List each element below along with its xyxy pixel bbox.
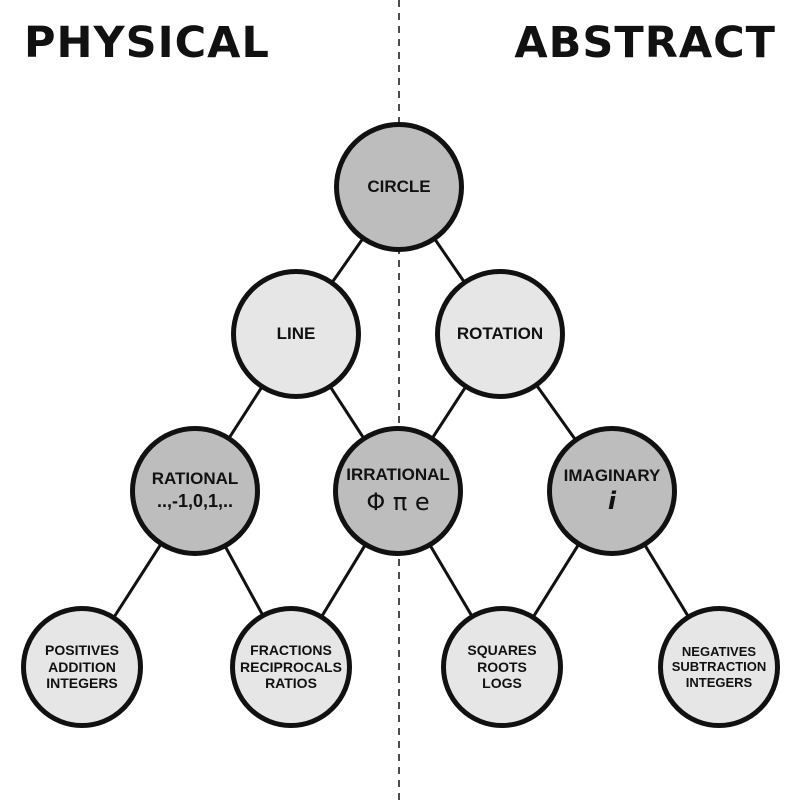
node-irrational-label: IRRATIONAL [346, 465, 450, 485]
node-imaginary-label: IMAGINARY [563, 466, 661, 486]
node-negatives-line-2: SUBTRACTION [671, 659, 767, 675]
node-negatives-line-3: INTEGERS [685, 674, 753, 690]
node-line-label: LINE [276, 323, 316, 343]
abstract-heading: ABSTRACT [514, 18, 776, 68]
node-fractions: FRACTIONS RECIPROCALS RATIOS [230, 606, 352, 728]
node-negatives-line-1: NEGATIVES [681, 643, 757, 659]
node-rotation-label: ROTATION [456, 323, 544, 343]
node-rational-values: ..,-1,0,1,.. [156, 491, 234, 512]
node-circle-label: CIRCLE [367, 176, 431, 196]
node-circle: CIRCLE [334, 122, 464, 252]
node-rotation: ROTATION [435, 269, 565, 399]
node-irrational: IRRATIONAL Φ π e [333, 426, 463, 556]
node-line: LINE [231, 269, 361, 399]
node-rational: RATIONAL ..,-1,0,1,.. [130, 426, 260, 556]
node-positives-line-3: INTEGERS [46, 675, 118, 692]
node-squares-line-1: SQUARES [467, 641, 537, 658]
physical-heading: PHYSICAL [24, 18, 270, 68]
node-imaginary: IMAGINARY i [547, 426, 677, 556]
node-positives-line-2: ADDITION [48, 658, 116, 675]
node-fractions-line-1: FRACTIONS [250, 641, 332, 658]
node-squares: SQUARES ROOTS LOGS [441, 606, 563, 728]
node-positives: POSITIVES ADDITION INTEGERS [21, 606, 143, 728]
node-positives-line-1: POSITIVES [45, 641, 119, 658]
node-negatives: NEGATIVES SUBTRACTION INTEGERS [658, 606, 780, 728]
node-fractions-line-3: RATIOS [265, 675, 317, 692]
node-squares-line-3: LOGS [482, 675, 522, 692]
node-squares-line-2: ROOTS [477, 658, 527, 675]
node-imaginary-symbol: i [607, 486, 617, 515]
node-irrational-symbols: Φ π e [366, 487, 430, 516]
node-rational-label: RATIONAL [151, 469, 239, 488]
node-fractions-line-2: RECIPROCALS [240, 658, 342, 675]
